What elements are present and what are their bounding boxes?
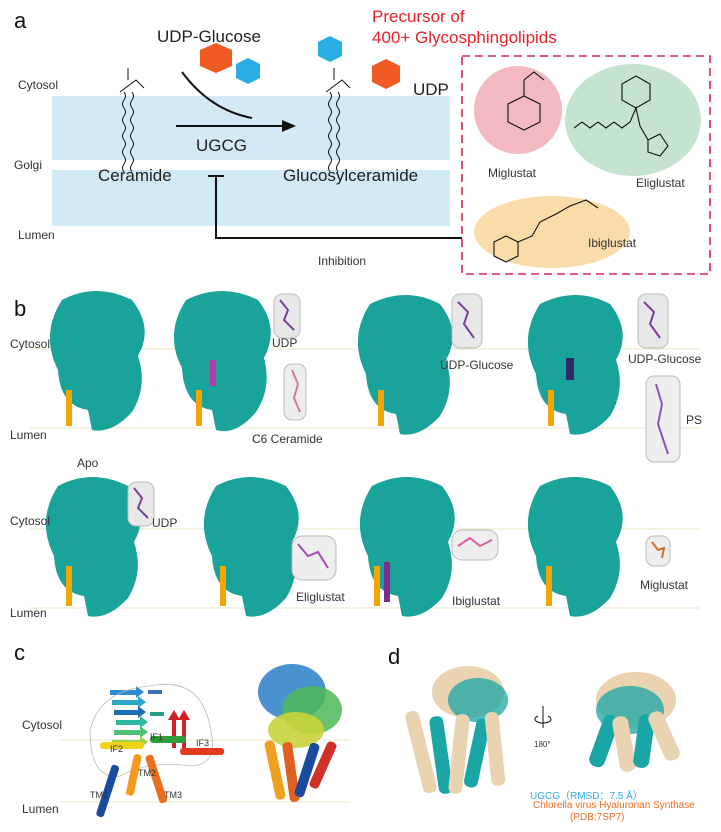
rotation-label: 180° [534,740,551,749]
panel-c-letter: c [14,640,25,665]
udp-label-a: UDP [413,80,449,99]
ligand-ps-density-icon [645,375,681,463]
ligand-udp-density-icon [273,293,301,339]
arrowhead-icon [282,120,296,132]
helix-label-if3: IF3 [196,738,210,748]
density-map-udp-glucose [357,295,453,435]
precursor-text: Precursor of 400+ Glycosphingolipids [372,6,557,48]
panel-b-graphics [30,291,700,617]
inhibition-line [215,176,462,239]
helix-if3 [180,748,224,755]
helix-label-tm1: TM1 [90,790,108,800]
ligand-udp-density-icon [127,481,155,527]
label-udp-row1: UDP [272,336,298,350]
density-map-udp-ceramide [173,291,271,432]
helix-tm3 [145,754,168,804]
red-strand-icon [178,710,190,748]
glucosylceramide-lipid-icon [325,68,351,173]
legend-ugcg: UGCG（RMSD：7.5 Å） [530,791,643,802]
lumen-label-c: Lumen [22,802,59,816]
helix-if2 [100,742,144,749]
membrane-luminal-leaflet [52,170,450,226]
miglustat-label: Miglustat [488,166,537,180]
helix-tm2 [126,754,142,796]
helix-tm1 [96,764,120,818]
superposition-view-1 [405,666,508,794]
glucose-hexagon-blue-icon [236,58,260,84]
glucosylceramide-label: Glucosylceramide [283,166,419,185]
lumen-label-a: Lumen [18,228,55,242]
reaction-curve-arrow [181,71,253,119]
legend-synthase-line1: Chlorella virus Hyaluronan Synthase [533,800,695,811]
membrane-cytosolic-leaflet [52,96,450,160]
lumen-label-b2: Lumen [10,606,47,620]
red-strand-icon [168,710,180,748]
label-c6-ceramide: C6 Ceramide [252,432,323,446]
ligand-eliglustat-density-icon [291,535,337,581]
precursor-line1: Precursor of [372,7,465,26]
helix-label-if1: IF1 [150,732,164,742]
helix-label-tm2: TM2 [138,768,156,778]
ligand-udp-glucose-density-icon [637,293,669,349]
helix-if1 [150,736,186,743]
precursor-line2: 400+ Glycosphingolipids [372,28,557,47]
label-ps: PS [686,413,703,427]
density-map-apo [49,291,145,431]
label-miglustat-b: Miglustat [640,578,689,592]
inhibitor-box [461,55,711,275]
helix-label-if2: IF2 [110,744,124,754]
ceramide-lipid-icon [119,68,145,173]
panel-b-letter: b [14,296,27,321]
helix-label-tm3: TM3 [164,790,182,800]
cytosol-label-c: Cytosol [22,718,63,732]
label-ibiglustat-b: Ibiglustat [452,594,501,608]
lumen-label-b1: Lumen [10,428,47,442]
cytosol-label-a: Cytosol [18,78,59,92]
ibiglustat-label: Ibiglustat [588,236,637,250]
ligand-udp-glucose-density-icon [451,293,483,349]
golgi-label: Golgi [14,158,43,172]
eliglustat-label: Eliglustat [636,176,685,190]
cytosol-label-b1: Cytosol [10,337,51,351]
ceramide-label: Ceramide [98,166,172,185]
label-eliglustat-b: Eliglustat [296,590,345,604]
density-map-miglustat [527,477,623,617]
superposition-view-2 [589,672,680,772]
panel-a-graphics [119,36,711,275]
label-udp-glucose-2: UDP-Glucose [628,352,702,366]
inhibition-label: Inhibition [318,254,367,268]
panel-d-graphics [405,666,680,794]
density-map-eliglustat [203,477,299,617]
udp-hexagon-orange-icon [200,43,232,73]
miglustat-bg [474,66,562,154]
density-map-udp-glucose-ps [527,295,623,435]
eliglustat-structure-icon [573,75,669,157]
density-map-udp-apo [45,477,141,617]
ibiglustat-structure-icon [493,199,599,263]
protein-cartoon-c [258,664,342,802]
ligand-ibiglustat-density-icon [451,529,499,561]
glucose-hexagon-blue-icon [318,36,342,62]
panel-a-letter: a [14,8,27,33]
miglustat-structure-icon [507,71,545,131]
helix-topology [96,736,224,818]
density-map-ibiglustat [359,477,455,617]
eliglustat-bg [565,64,701,176]
udp-glucose-label: UDP-Glucose [157,27,261,46]
ugcg-label: UGCG [196,136,247,155]
ibiglustat-bg [474,196,630,268]
apo-label: Apo [77,456,99,470]
label-udp-glucose-1: UDP-Glucose [440,358,514,372]
udp-hexagon-orange-icon [372,59,400,89]
label-udp-row2: UDP [152,516,178,530]
cytosol-label-b2: Cytosol [10,514,51,528]
rotate-icon [534,706,552,728]
panel-c-graphics [60,664,350,818]
legend-synthase-line2: (PDB:7SP7) [570,812,625,823]
panel-d-letter: d [388,644,401,669]
